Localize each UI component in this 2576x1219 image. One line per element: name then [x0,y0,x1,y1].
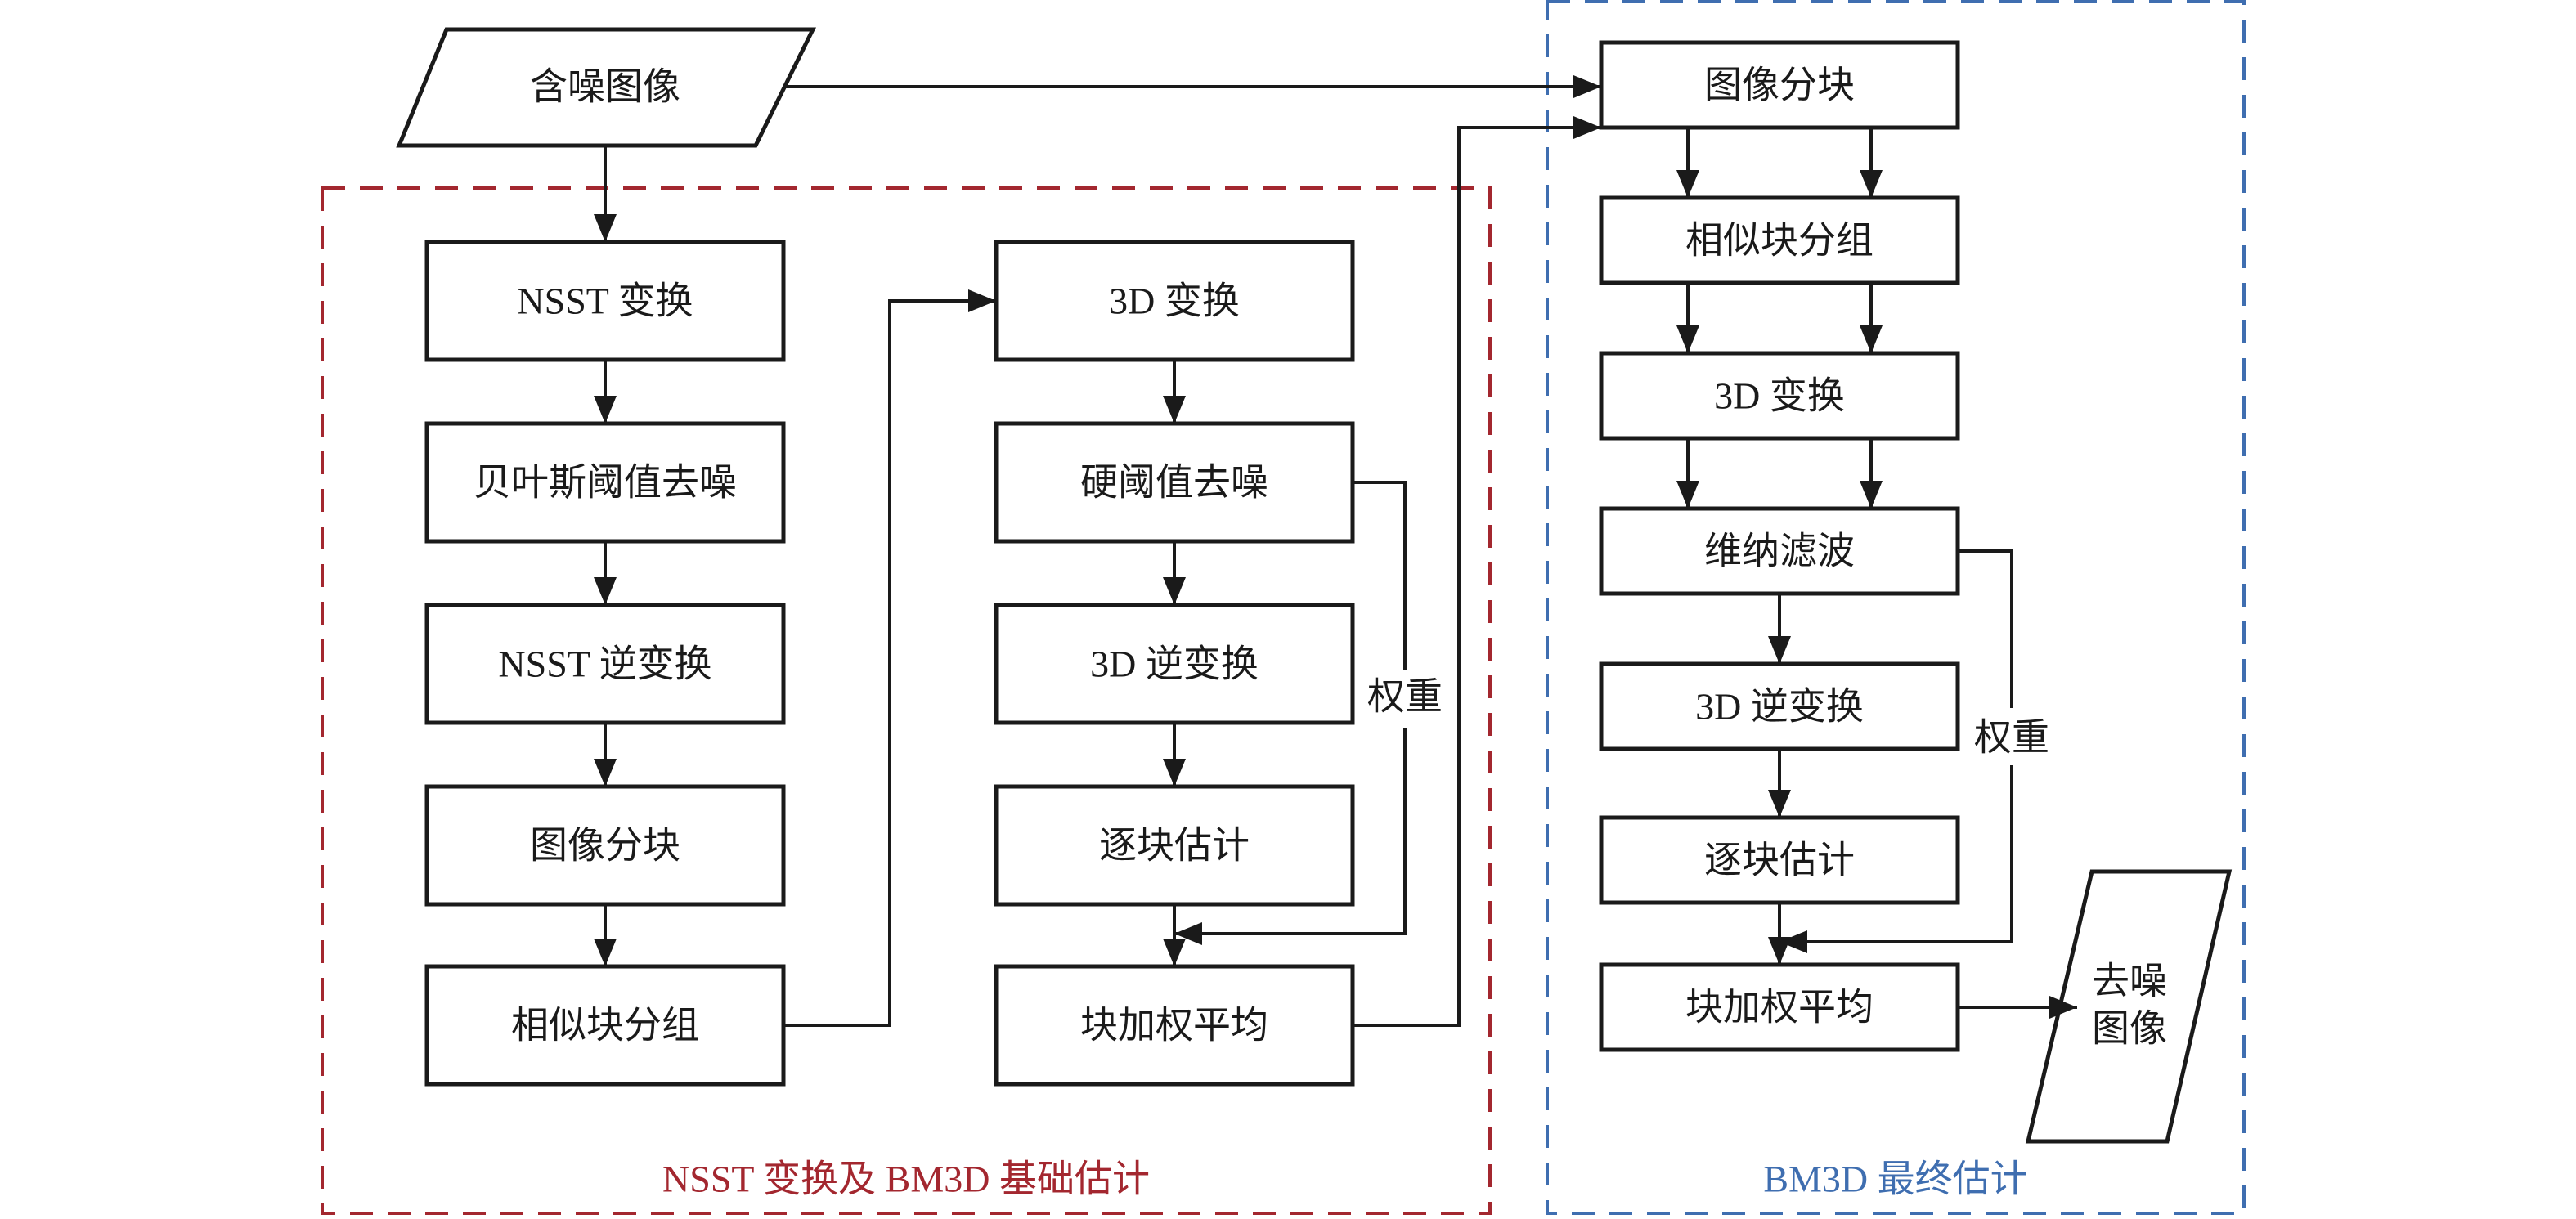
basic-left-node-4 [424,784,786,907]
edge-final-1-to-2-a-arrowhead [1676,170,1699,198]
final-node-2-label: 相似块分组 [1685,220,1874,262]
edge-left-2-to-3-arrowhead [594,577,617,605]
final-node-7-label: 块加权平均 [1685,987,1874,1029]
edge-final-2-to-3-a-arrowhead [1676,325,1699,353]
edge-final-weight-arrowhead [1779,930,1807,953]
edge-left-3-to-4-arrowhead [594,759,617,787]
edge-input-to-nsst-arrowhead [594,214,617,242]
edge-basic-weight-arrowhead [1174,922,1202,945]
final-node-4-label: 维纳滤波 [1704,531,1855,572]
final-node-2 [1599,195,1960,285]
group-final-estimate-label: BM3D 最终估计 [1763,1158,2027,1200]
edge-input-to-final-blocks-arrowhead [1573,75,1601,98]
edge-final-5-to-6-arrowhead [1768,790,1791,818]
edge-grouping-to-3d [783,299,996,1027]
edge-final-3-to-4-b-arrowhead [1860,481,1883,509]
basic-left-node-1 [424,240,786,362]
edge-final-to-output-arrowhead [2049,996,2077,1019]
basic-left-node-3-label: NSST 逆变换 [498,643,711,685]
weight-label-basic: 权重 [1367,676,1443,718]
basic-middle-node-3-label: 3D 逆变换 [1090,643,1259,685]
final-node-6 [1599,815,1960,905]
weight-label-bg-basic [1371,670,1444,728]
weight-label-bg-final [1974,708,2048,765]
final-node-6-label: 逐块估计 [1704,840,1855,881]
denoised-image-label-line1: 去噪 [2092,961,2167,1002]
final-node-4 [1599,506,1960,596]
edge-final-2-to-3-b-arrowhead [1860,325,1883,353]
edge-final-3-to-4-a-arrowhead [1676,481,1699,509]
edge-basic-to-final-blocks [1353,126,1601,1027]
basic-left-node-4-label: 图像分块 [530,825,680,867]
edge-grouping-to-3d-arrowhead [968,289,996,312]
edge-middle-4-to-5-arrowhead [1163,939,1186,966]
noisy-image-input-node [396,27,817,148]
basic-left-node-2 [424,421,786,544]
basic-middle-node-1-label: 3D 变换 [1109,280,1240,322]
edge-final-1-to-2-b-arrowhead [1860,170,1883,198]
denoised-image-output-node [2025,869,2233,1144]
edge-left-1-to-2-arrowhead [594,396,617,424]
noisy-image-label: 含噪图像 [530,66,680,108]
basic-middle-node-5-label: 块加权平均 [1080,1005,1268,1046]
basic-left-node-3 [424,603,786,725]
final-node-1 [1599,40,1960,130]
group-final-estimate-box [1546,0,2246,1215]
edge-middle-1-to-2-arrowhead [1163,396,1186,424]
final-node-3 [1599,351,1960,441]
basic-left-node-1-label: NSST 变换 [517,280,693,322]
basic-left-node-5 [424,964,786,1087]
weight-label-final: 权重 [1974,717,2049,759]
final-node-7 [1599,962,1960,1052]
edge-basic-to-final-blocks-arrowhead [1573,116,1601,139]
basic-middle-node-2-label: 硬阈值去噪 [1080,462,1268,504]
edge-middle-3-to-4-arrowhead [1163,759,1186,787]
denoised-image-label-line2: 图像 [2092,1008,2167,1050]
group-basic-estimate-label: NSST 变换及 BM3D 基础估计 [662,1158,1150,1200]
group-basic-estimate-box [321,186,1492,1215]
final-node-5-label: 3D 逆变换 [1695,686,1864,728]
final-node-1-label: 图像分块 [1704,65,1855,106]
basic-left-node-2-label: 贝叶斯阈值去噪 [473,462,737,504]
basic-middle-node-4-label: 逐块估计 [1099,825,1250,867]
edge-left-4-to-5-arrowhead [594,939,617,966]
basic-left-node-5-label: 相似块分组 [511,1005,699,1046]
final-node-3-label: 3D 变换 [1714,375,1845,417]
edge-final-4-to-5-arrowhead [1768,636,1791,664]
basic-middle-node-1 [994,240,1355,362]
edge-middle-2-to-3-arrowhead [1163,577,1186,605]
